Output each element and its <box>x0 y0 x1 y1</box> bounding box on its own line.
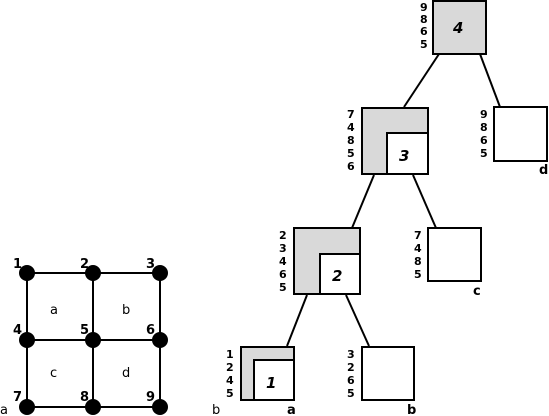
leaf-d-label: d <box>539 163 548 178</box>
grid-node <box>85 399 101 415</box>
cell-label-a: a <box>50 303 58 318</box>
node-label-3: 3 <box>146 257 155 272</box>
cell-label-c: c <box>50 366 57 381</box>
cell-label-b: b <box>122 303 130 318</box>
svg-text:5: 5 <box>480 147 488 160</box>
node-2-stack: 2 3 4 6 5 <box>279 229 287 294</box>
tree-leaf-d: d 9 8 6 5 <box>480 106 548 178</box>
svg-text:1: 1 <box>226 348 234 361</box>
svg-text:7: 7 <box>414 229 422 242</box>
svg-text:5: 5 <box>279 281 287 294</box>
svg-text:4: 4 <box>226 374 234 387</box>
grid-node <box>19 332 35 348</box>
svg-text:6: 6 <box>420 25 428 38</box>
tree-edges <box>286 53 501 347</box>
cell-label-d: d <box>122 366 130 381</box>
svg-text:2: 2 <box>226 361 234 374</box>
grid-cell-labels: a b c d <box>50 303 130 381</box>
node-label-5: 5 <box>80 323 89 338</box>
leaf-b-label: b <box>407 403 416 416</box>
node-3-label: 3 <box>399 147 409 165</box>
node-4-label: 4 <box>452 19 463 37</box>
corner-label-b: b <box>212 403 220 416</box>
node-label-2: 2 <box>80 257 89 272</box>
svg-text:4: 4 <box>347 121 355 134</box>
tree-node-1: 1 1 2 4 5 <box>226 346 295 401</box>
grid-node <box>152 399 168 415</box>
node-2-label: 2 <box>332 267 342 285</box>
corner-label-a: a <box>0 403 8 416</box>
grid-node <box>152 265 168 281</box>
svg-text:4: 4 <box>279 255 287 268</box>
tree-edge <box>479 53 501 108</box>
grid-nodes <box>19 265 168 415</box>
node-label-1: 1 <box>13 257 22 272</box>
svg-text:8: 8 <box>420 13 428 26</box>
node-label-9: 9 <box>146 390 155 405</box>
svg-text:6: 6 <box>279 268 287 281</box>
svg-text:5: 5 <box>420 38 428 51</box>
node-label-8: 8 <box>80 390 89 405</box>
tree-edge <box>403 53 440 108</box>
leaf-d-stack: 9 8 6 5 <box>480 108 488 160</box>
svg-text:8: 8 <box>480 121 488 134</box>
svg-text:6: 6 <box>347 160 355 173</box>
svg-text:8: 8 <box>414 255 422 268</box>
node-1-stack: 1 2 4 5 <box>226 348 234 400</box>
leaf-c-label: c <box>473 284 481 299</box>
tree-node-2: 2 2 3 4 6 5 <box>279 227 361 295</box>
svg-text:9: 9 <box>480 108 488 121</box>
tree-node-4: 4 9 8 6 5 <box>420 0 487 55</box>
svg-text:4: 4 <box>414 242 422 255</box>
node-4-stack: 9 8 6 5 <box>420 1 428 51</box>
svg-text:6: 6 <box>480 134 488 147</box>
tree-edge <box>351 174 375 229</box>
svg-text:2: 2 <box>347 361 355 374</box>
svg-text:3: 3 <box>279 242 287 255</box>
svg-text:5: 5 <box>414 268 422 281</box>
tree-edge <box>412 174 437 229</box>
node-label-7: 7 <box>13 390 22 405</box>
tree-node-3: 3 7 4 8 5 6 <box>347 107 429 175</box>
tree-edge <box>345 294 370 347</box>
svg-text:5: 5 <box>347 147 355 160</box>
grid-node <box>19 399 35 415</box>
leaf-b-stack: 3 2 6 5 <box>347 348 355 400</box>
leaf-c-stack: 7 4 8 5 <box>414 229 422 281</box>
svg-text:6: 6 <box>347 374 355 387</box>
tree-leaf-b: b 3 2 6 5 <box>347 346 416 416</box>
tree-edge <box>286 294 308 347</box>
svg-text:3: 3 <box>347 348 355 361</box>
svg-text:8: 8 <box>347 134 355 147</box>
grid-node <box>152 332 168 348</box>
grid-node <box>85 332 101 348</box>
node-label-6: 6 <box>146 323 155 338</box>
svg-text:5: 5 <box>226 387 234 400</box>
grid-node <box>19 265 35 281</box>
grid-node <box>85 265 101 281</box>
node-label-4: 4 <box>13 323 22 338</box>
node-3-stack: 7 4 8 5 6 <box>347 108 355 173</box>
node-1-label: 1 <box>266 374 276 392</box>
svg-text:7: 7 <box>347 108 355 121</box>
grid-node-labels: 1 2 3 4 5 6 7 8 9 <box>13 257 155 405</box>
svg-text:9: 9 <box>420 1 428 14</box>
leaf-a-label: a <box>287 403 296 416</box>
svg-text:5: 5 <box>347 387 355 400</box>
svg-text:2: 2 <box>279 229 287 242</box>
tree-leaf-c: c 7 4 8 5 <box>414 227 482 299</box>
